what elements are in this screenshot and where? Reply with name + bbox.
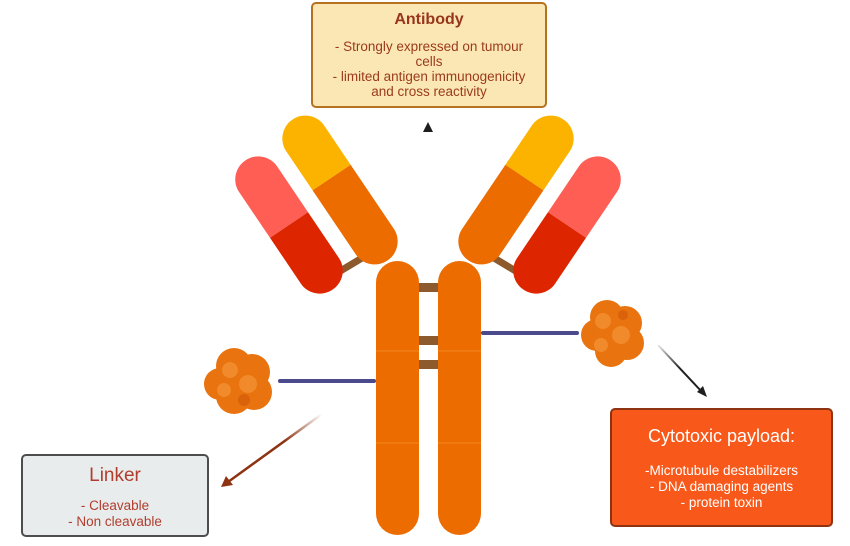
arrow-to-antibody-box (423, 122, 433, 218)
right-heavy-chain-stem (438, 261, 481, 535)
antibody-box-line: - Strongly expressed on tumour (334, 39, 524, 54)
linker-box-line: - Non cleavable (68, 514, 162, 529)
cytotoxic-payload-info-box: Cytotoxic payload: -Microtubule destabil… (610, 408, 833, 527)
arrow-to-linker-box (221, 412, 323, 487)
payload-box-title: Cytotoxic payload: (647, 426, 796, 446)
left-heavy-chain-stem (376, 261, 419, 535)
interchain-disulfide-bonds (335, 254, 521, 369)
right-payload-molecule (581, 300, 644, 367)
antibody-box-line: cells (415, 54, 443, 69)
antibody-info-box: Antibody - Strongly expressed on tumour … (311, 2, 547, 108)
linker-info-box: Linker - Cleavable - Non cleavable (21, 454, 209, 537)
left-light-chain (226, 147, 352, 303)
payload-box-line: - protein toxin (680, 495, 763, 510)
payload-box-line: -Microtubule destabilizers (644, 463, 799, 478)
antibody-box-title: Antibody (394, 11, 464, 28)
right-light-chain (504, 147, 630, 303)
linker-box-line: - Cleavable (80, 498, 150, 513)
arrow-to-payload-box (657, 344, 707, 397)
left-payload-molecule (204, 348, 272, 414)
linker-box-title: Linker (89, 465, 141, 486)
right-heavy-chain-arm (449, 106, 583, 274)
payload-box-line: - DNA damaging agents (649, 479, 794, 494)
antibody-box-line: - limited antigen immunogenicity (332, 69, 526, 84)
left-heavy-chain-arm (273, 106, 407, 274)
antibody-box-line: and cross reactivity (371, 84, 487, 99)
